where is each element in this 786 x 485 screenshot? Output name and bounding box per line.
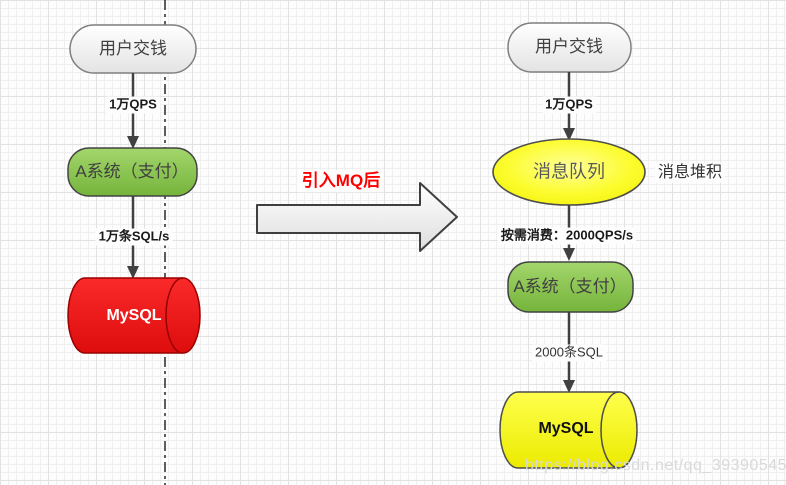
right-sql-edge-label: 2000条SQL [532, 344, 606, 362]
watermark-url: https://blog.csdn.net/qq_39390545 [524, 456, 786, 474]
right-mq-note-label: 消息堆积 [654, 162, 726, 184]
block-arrow-right-icon [256, 182, 458, 252]
right-mysql-node-label: MySQL [538, 419, 594, 437]
down-arrowhead-icon [563, 380, 575, 393]
transition-title: 引入MQ后 [297, 170, 385, 192]
right-mysql-cylinder-rim [600, 391, 620, 469]
down-arrowhead-icon [127, 136, 139, 149]
right-system-node-label: A系统（支付） [513, 277, 627, 297]
down-arrowhead-icon [563, 128, 575, 141]
left-user-node-label: 用户交钱 [99, 39, 167, 59]
left-mysql-node-label: MySQL [106, 306, 162, 324]
right-consume-edge-label: 按需消费：2000QPS/s [497, 227, 637, 245]
down-arrowhead-icon [563, 248, 575, 261]
left-sql-edge-label: 1万条SQL/s [95, 228, 173, 246]
right-user-node-label: 用户交钱 [535, 37, 603, 57]
right-qps-edge-label: 1万QPS [542, 96, 596, 114]
left-system-node-label: A系统（支付） [75, 162, 189, 182]
right-mq-node-label: 消息队列 [533, 161, 605, 182]
down-arrowhead-icon [127, 266, 139, 279]
right-system-node-shape [507, 261, 634, 313]
left-mysql-cylinder-rim [165, 277, 184, 354]
left-qps-edge-label: 1万QPS [106, 96, 160, 114]
